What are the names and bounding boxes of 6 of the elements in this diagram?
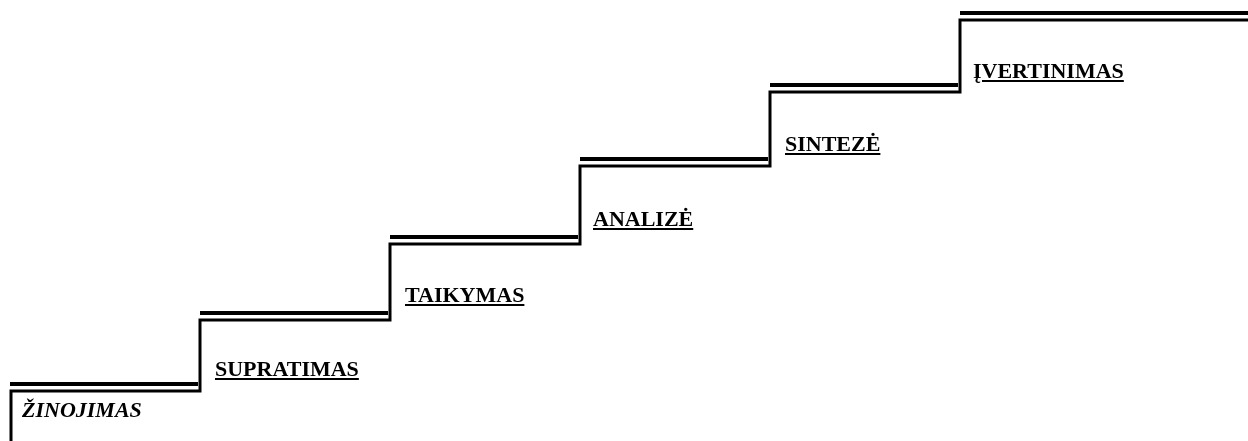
step-label: SINTEZĖ <box>785 132 881 157</box>
step-label: SUPRATIMAS <box>215 357 359 382</box>
step-label: ŽINOJIMAS <box>22 398 142 423</box>
step-label: ANALIZĖ <box>593 207 694 232</box>
step-label: TAIKYMAS <box>405 283 525 308</box>
step-label: ĮVERTINIMAS <box>973 59 1124 84</box>
